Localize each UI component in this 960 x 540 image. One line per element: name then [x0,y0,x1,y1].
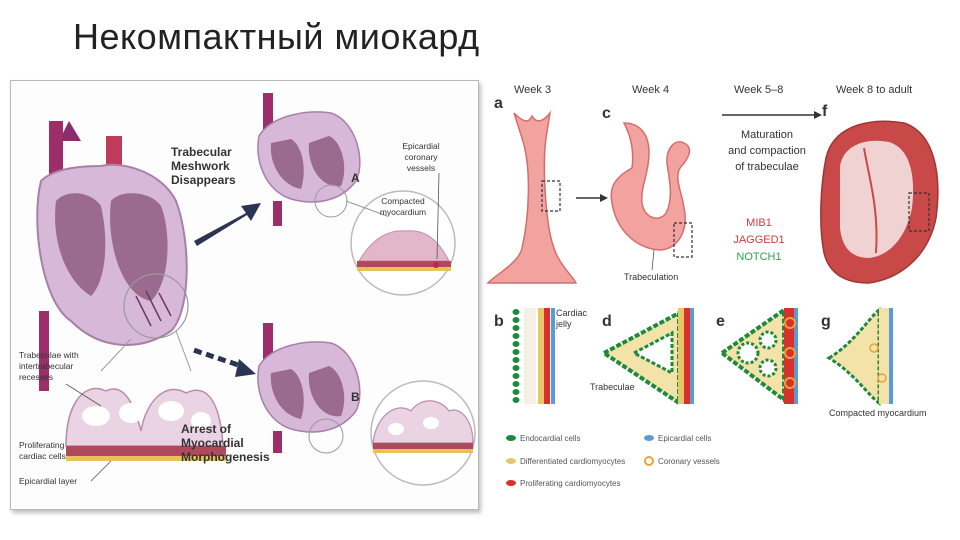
right-diagram: Week 3 Week 4 Week 5–8 Week 8 to adult a… [486,84,939,488]
stage-week3: Week 3 [514,84,551,96]
panel-g-compacted [826,306,893,406]
endocardial-cell [512,309,520,315]
legend-swatch-epicardial [644,435,654,441]
proliferating-cells-line2: cardiac cells [19,451,66,461]
panel-letter-b: b [494,313,504,330]
trabeculae-cross-section [65,387,226,461]
trabeculae-label: Trabeculae [590,382,635,392]
trabeculation-label: Trabeculation [624,272,678,282]
legend-swatch-endocardial [506,435,516,441]
legend-epicardial: Epicardial cells [658,434,711,443]
panel-b-layers [512,308,555,404]
heading-top-line2: Meshwork [171,159,230,173]
left-figure-panel: Trabecular Meshwork Disappears A B Epica… [10,80,479,510]
panel-e-compaction [718,306,798,405]
compacted-myocardium-label: Compacted myocardium [829,408,927,418]
panel-letter-f: f [822,103,828,120]
panel-letter-e: e [716,313,725,330]
heart-tube-week4 [610,122,693,271]
heading-bottom-line3: Morphogenesis [181,450,270,464]
endocardial-cell [512,365,520,371]
legend-proliferating: Proliferating cardiomyocytes [520,479,620,488]
slide-title: Некомпактный миокард [73,16,480,57]
maturation-line1: Maturation [741,129,793,141]
stage-week8-adult: Week 8 to adult [836,84,912,96]
legend-swatch-proliferating [506,480,516,486]
arrow-top [194,203,261,246]
epicardial-vessels-line1: Epicardial [402,141,439,151]
epicardial-layer-label: Epicardial layer [19,476,77,486]
legend: Endocardial cells Epicardial cells Diffe… [506,434,720,488]
gene-jagged1: JAGGED1 [733,234,784,246]
endocardial-cell [512,357,520,363]
legend-swatch-coronary [644,456,654,466]
cardiac-jelly-line1: Cardiac [556,308,588,318]
endocardial-cell [512,397,520,403]
compacted-myocardium-detail [345,190,456,296]
endocardial-cell [512,381,520,387]
endocardial-cell [512,349,520,355]
legend-differentiated: Differentiated cardiomyocytes [520,457,625,466]
trabeculae-recesses-line1: Trabeculae with [19,350,79,360]
endocardial-cell [512,373,520,379]
left-diagram: Trabecular Meshwork Disappears A B Epica… [19,93,476,486]
stage-week4: Week 4 [632,84,669,96]
panel-letter-g: g [821,313,831,330]
panel-d-trabeculae [600,308,694,407]
heading-bottom-line1: Arrest of [181,422,232,436]
trabeculae-recesses-line3: recesses [19,372,53,382]
gene-mib1: MIB1 [746,217,772,229]
panel-letter-c: c [602,105,611,122]
legend-coronary: Coronary vessels [658,457,720,466]
trabeculae-recesses-line2: intertrabecular [19,361,74,371]
adult-heart-section [820,120,939,284]
endocardial-cell [512,389,520,395]
panel-letter-a: a [494,95,503,112]
large-heart-illustration [36,121,189,391]
panel-letter-d: d [602,313,612,330]
proliferating-cells-line1: Proliferating [19,440,65,450]
heart-tube-week3 [486,110,608,284]
heading-bottom-line2: Myocardial [181,436,244,450]
compacted-myocardium-line1: Compacted [381,196,425,206]
heart-a-illustration [257,93,361,226]
epicardial-vessels-line2: coronary [404,152,438,162]
heading-top-line1: Trabecular [171,145,232,159]
heading-top-line3: Disappears [171,173,236,187]
heart-b-illustration [257,323,361,454]
arrested-myocardium-detail [370,380,476,486]
epicardial-vessels-line3: vessels [407,163,435,173]
endocardial-cell [512,333,520,339]
endocardial-cell [512,341,520,347]
compacted-myocardium-line2: myocardium [380,207,426,217]
gene-notch1: NOTCH1 [736,251,781,263]
endocardial-cell [512,325,520,331]
cardiac-jelly-line2: jelly [555,319,572,329]
endocardial-cell [512,317,520,323]
marker-b: B [351,390,360,404]
legend-endocardial: Endocardial cells [520,434,580,443]
stage-week5-8: Week 5–8 [734,84,783,96]
arrow-bottom-dashed [193,347,256,377]
maturation-line3: of trabeculae [735,161,799,173]
marker-a: A [351,171,360,185]
maturation-line2: and compaction [728,145,806,157]
legend-swatch-differentiated [506,458,516,464]
